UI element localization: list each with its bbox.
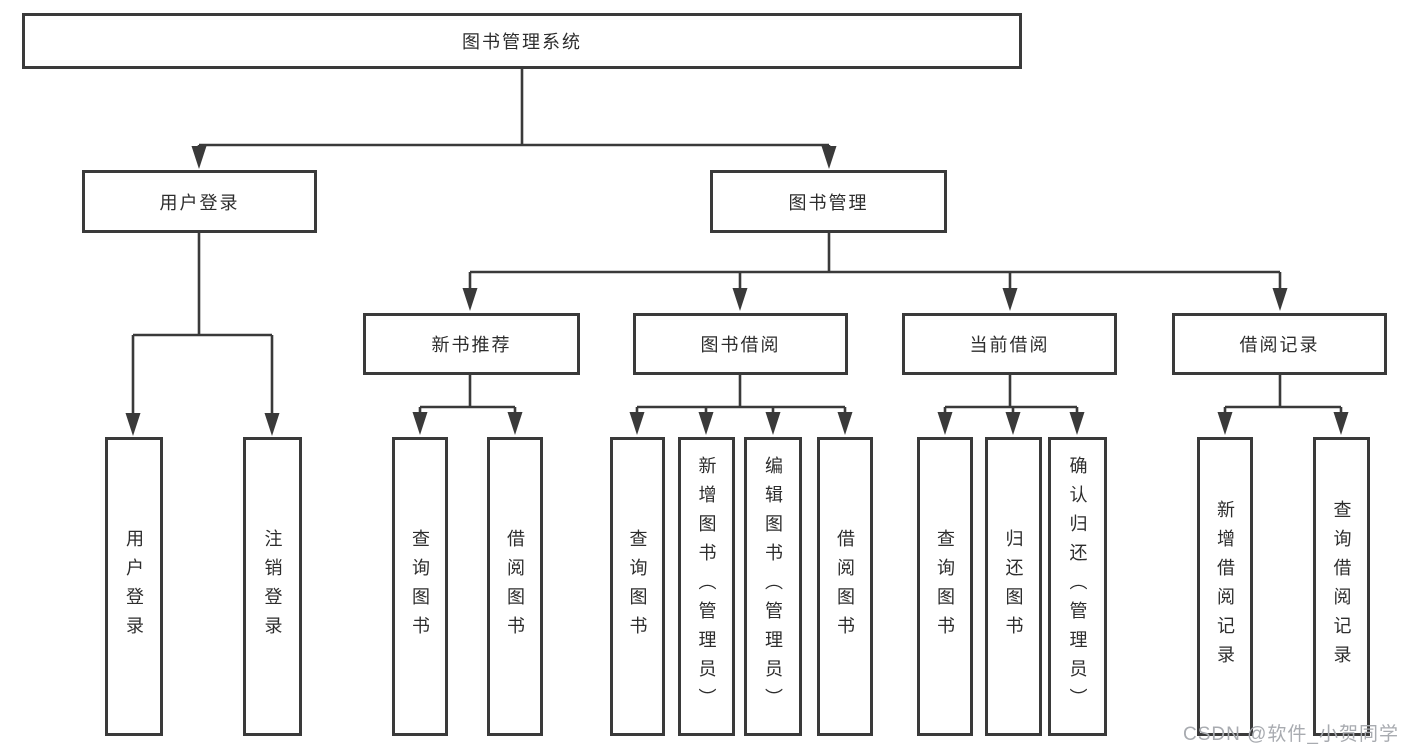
node-borrow-record: 借阅记录: [1172, 313, 1387, 375]
leaf-query-books-recommend: 查询图书: [392, 437, 448, 736]
node-current-borrow: 当前借阅: [902, 313, 1117, 375]
node-book-borrow: 图书借阅: [633, 313, 848, 375]
node-book-management: 图书管理: [710, 170, 947, 233]
leaf-confirm-return-admin: 确认归还（管理员）: [1048, 437, 1107, 736]
leaf-borrow-books: 借阅图书: [817, 437, 873, 736]
leaf-add-books-admin: 新增图书（管理员）: [678, 437, 735, 736]
node-user-login: 用户登录: [82, 170, 317, 233]
leaf-user-login: 用户登录: [105, 437, 163, 736]
leaf-query-borrow-record: 查询借阅记录: [1313, 437, 1370, 736]
csdn-watermark: CSDN @软件_小贺同学: [1183, 724, 1399, 745]
leaf-edit-books-admin: 编辑图书（管理员）: [744, 437, 802, 736]
leaf-borrow-books-recommend: 借阅图书: [487, 437, 543, 736]
node-new-book-recommend: 新书推荐: [363, 313, 580, 375]
leaf-return-books: 归还图书: [985, 437, 1042, 736]
node-root-library-system: 图书管理系统: [22, 13, 1022, 69]
leaf-add-borrow-record: 新增借阅记录: [1197, 437, 1253, 736]
leaf-query-books-borrow: 查询图书: [610, 437, 665, 736]
leaf-logout: 注销登录: [243, 437, 302, 736]
leaf-query-books-current: 查询图书: [917, 437, 973, 736]
